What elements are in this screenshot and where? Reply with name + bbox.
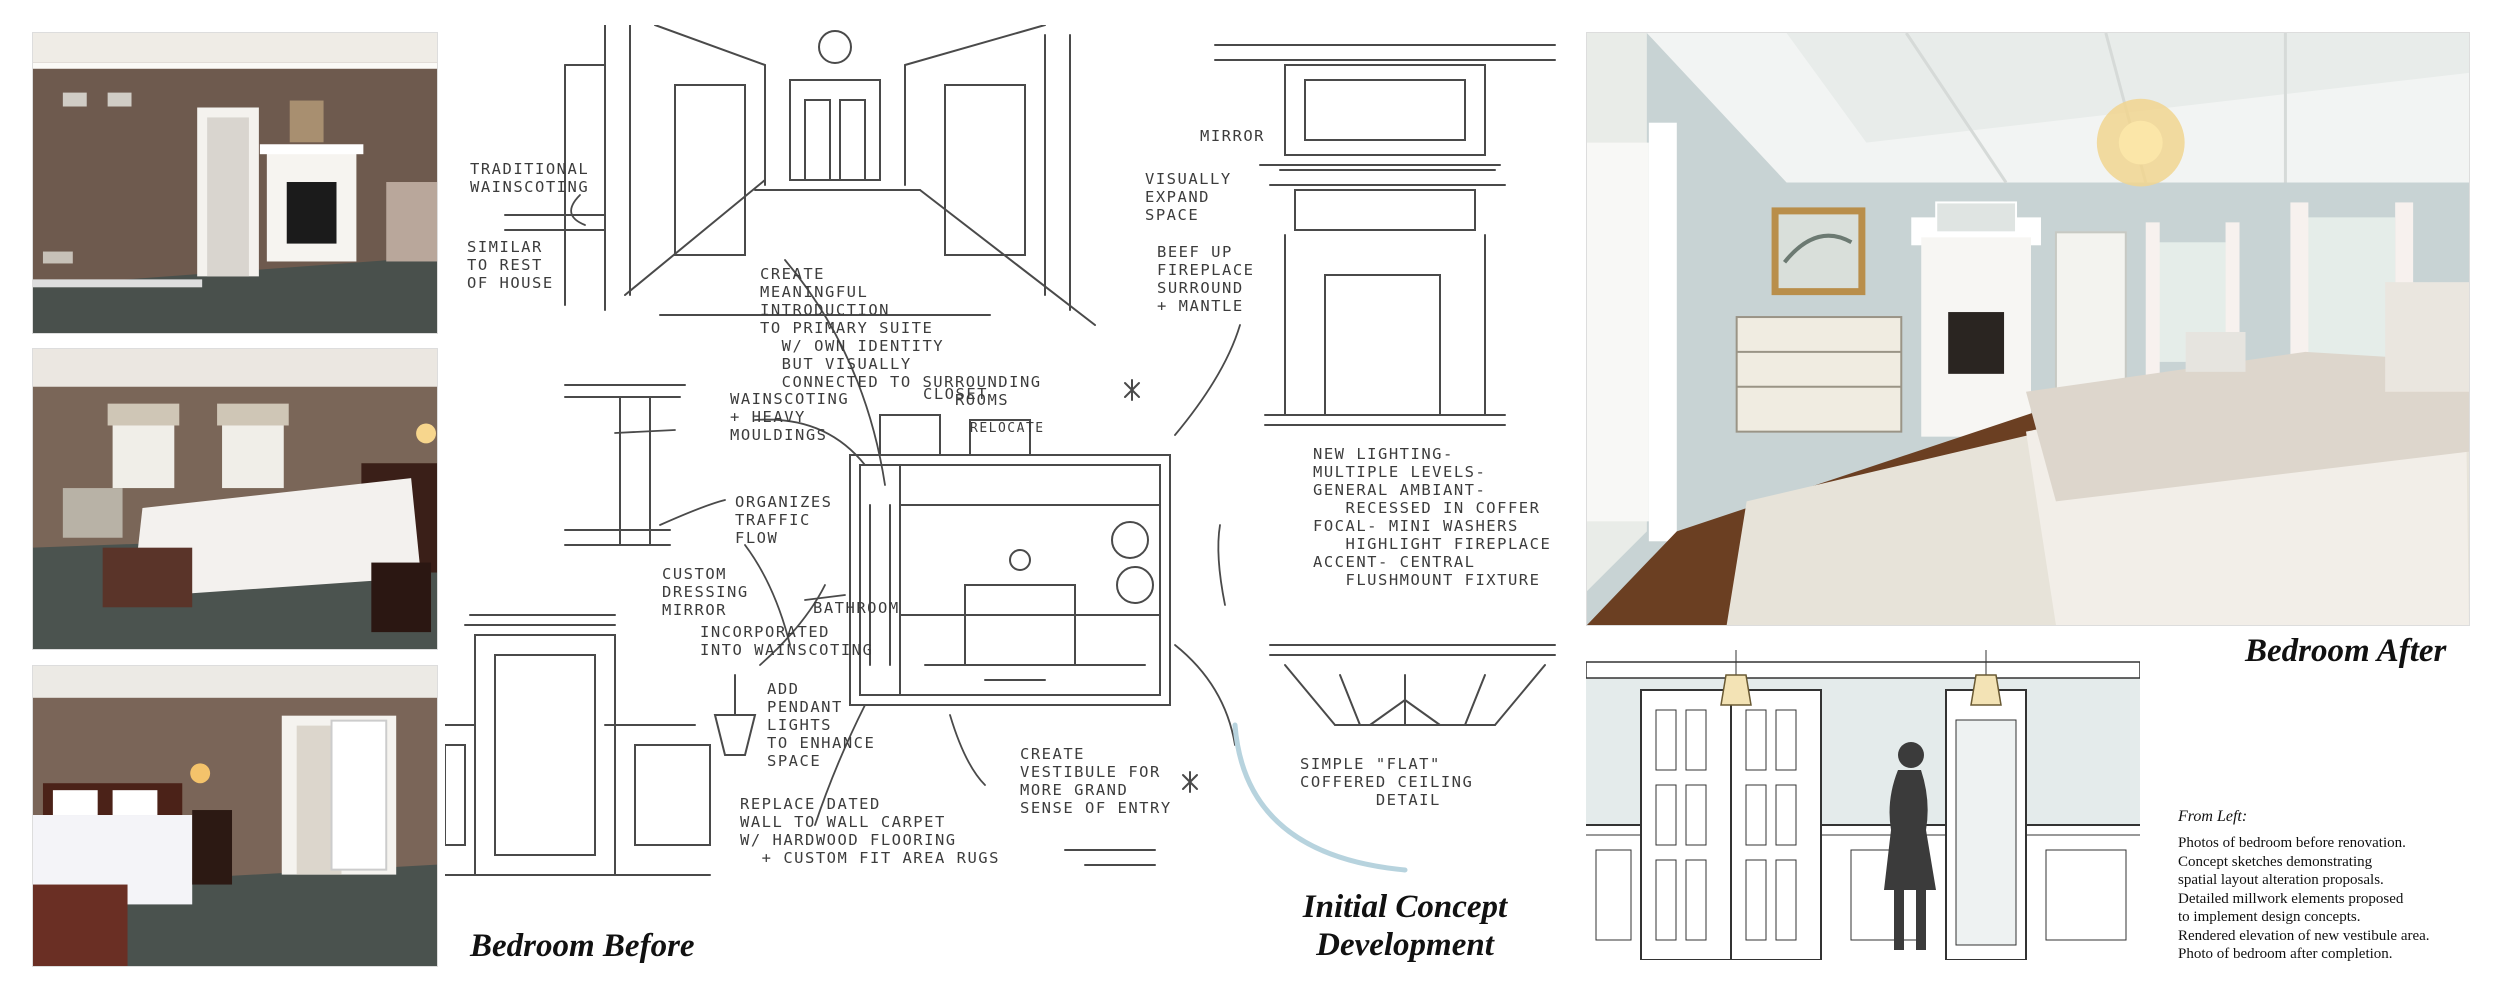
hallway-perspective-sketch [504, 25, 1096, 326]
annotation-arrows [570, 164, 1306, 826]
caption-bedroom-after: Bedroom After [2245, 633, 2447, 669]
note-add-pendant: ADD PENDANT LIGHTS TO ENHANCE SPACE [767, 680, 876, 770]
note-closet: CLOSET [923, 385, 988, 403]
accent-arc [1232, 722, 1408, 873]
notes-line: to implement design concepts. [2178, 909, 2361, 925]
concept-sketch-panel: TRADITIONAL WAINSCOTING SIMILAR TO REST … [445, 25, 1575, 895]
note-custom-dressing-mirror: CUSTOM DRESSING MIRROR [662, 565, 749, 619]
note-relocate: RELOCATE [970, 421, 1045, 436]
coffered-ceiling-sketch [1269, 644, 1556, 726]
notes-line: Photo of bedroom after completion. [2178, 946, 2393, 962]
notes-heading: From Left: [2178, 808, 2248, 825]
note-organizes-traffic: ORGANIZES TRAFFIC FLOW [735, 493, 833, 547]
caption-initial-concept-line1: Initial Concept [1302, 889, 1508, 925]
floor-plan-sketch [849, 414, 1171, 706]
note-visually-expand: VISUALLY EXPAND SPACE [1145, 170, 1232, 224]
asterisk-marks [1124, 379, 1198, 793]
dressing-mirror-sketch [445, 614, 711, 876]
note-mirror: MIRROR [1200, 127, 1265, 145]
note-beef-up-fireplace: BEEF UP FIREPLACE SURROUND + MANTLE [1157, 243, 1255, 315]
person-silhouette [1884, 742, 1936, 950]
note-traditional-wainscoting: TRADITIONAL WAINSCOTING [470, 160, 590, 196]
notes-line: Detailed millwork elements proposed [2178, 890, 2404, 907]
project-notes: From Left: Photos of bedroom before reno… [2178, 808, 2478, 964]
note-replace-carpet: REPLACE DATED WALL TO WALL CARPET W/ HAR… [740, 795, 1000, 867]
before-photo-fireplace [32, 32, 438, 334]
note-similar-to-house: SIMILAR TO REST OF HOUSE [467, 238, 554, 292]
note-incorporated: INCORPORATED INTO WAINSCOTING [700, 623, 874, 659]
before-photo-doorway [32, 665, 438, 967]
note-new-lighting: NEW LIGHTING- MULTIPLE LEVELS- GENERAL A… [1313, 445, 1552, 589]
notes-line: Concept sketches demonstrating [2178, 853, 2373, 870]
note-wainscoting-mouldings: WAINSCOTING + HEAVY MOULDINGS [730, 390, 850, 444]
pendant-light-sketch [713, 674, 757, 756]
wainscoting-moulding-sketch [564, 384, 686, 546]
vestibule-elevation-rendering [1586, 650, 2140, 960]
caption-bedroom-before: Bedroom Before [470, 928, 695, 964]
caption-initial-concept-line2: Development [1316, 927, 1494, 963]
notes-line: spatial layout alteration proposals. [2178, 872, 2384, 888]
note-bathroom: BATHROOM [813, 599, 900, 617]
note-meaningful-introduction: CREATE MEANINGFUL INTRODUCTION TO PRIMAR… [760, 265, 1042, 409]
notes-line: Photos of bedroom before renovation. [2178, 835, 2406, 851]
after-photo-bedroom [1586, 32, 2470, 626]
caption-initial-concept: Initial Concept Development [1280, 888, 1530, 964]
note-create-vestibule: CREATE VESTIBULE FOR MORE GRAND SENSE OF… [1020, 745, 1172, 817]
fireplace-elevation-sketch [1214, 44, 1556, 426]
notes-line: Rendered elevation of new vestibule area… [2178, 927, 2430, 944]
note-coffered-ceiling: SIMPLE "FLAT" COFFERED CEILING DETAIL [1300, 755, 1474, 809]
before-photo-bed [32, 348, 438, 650]
